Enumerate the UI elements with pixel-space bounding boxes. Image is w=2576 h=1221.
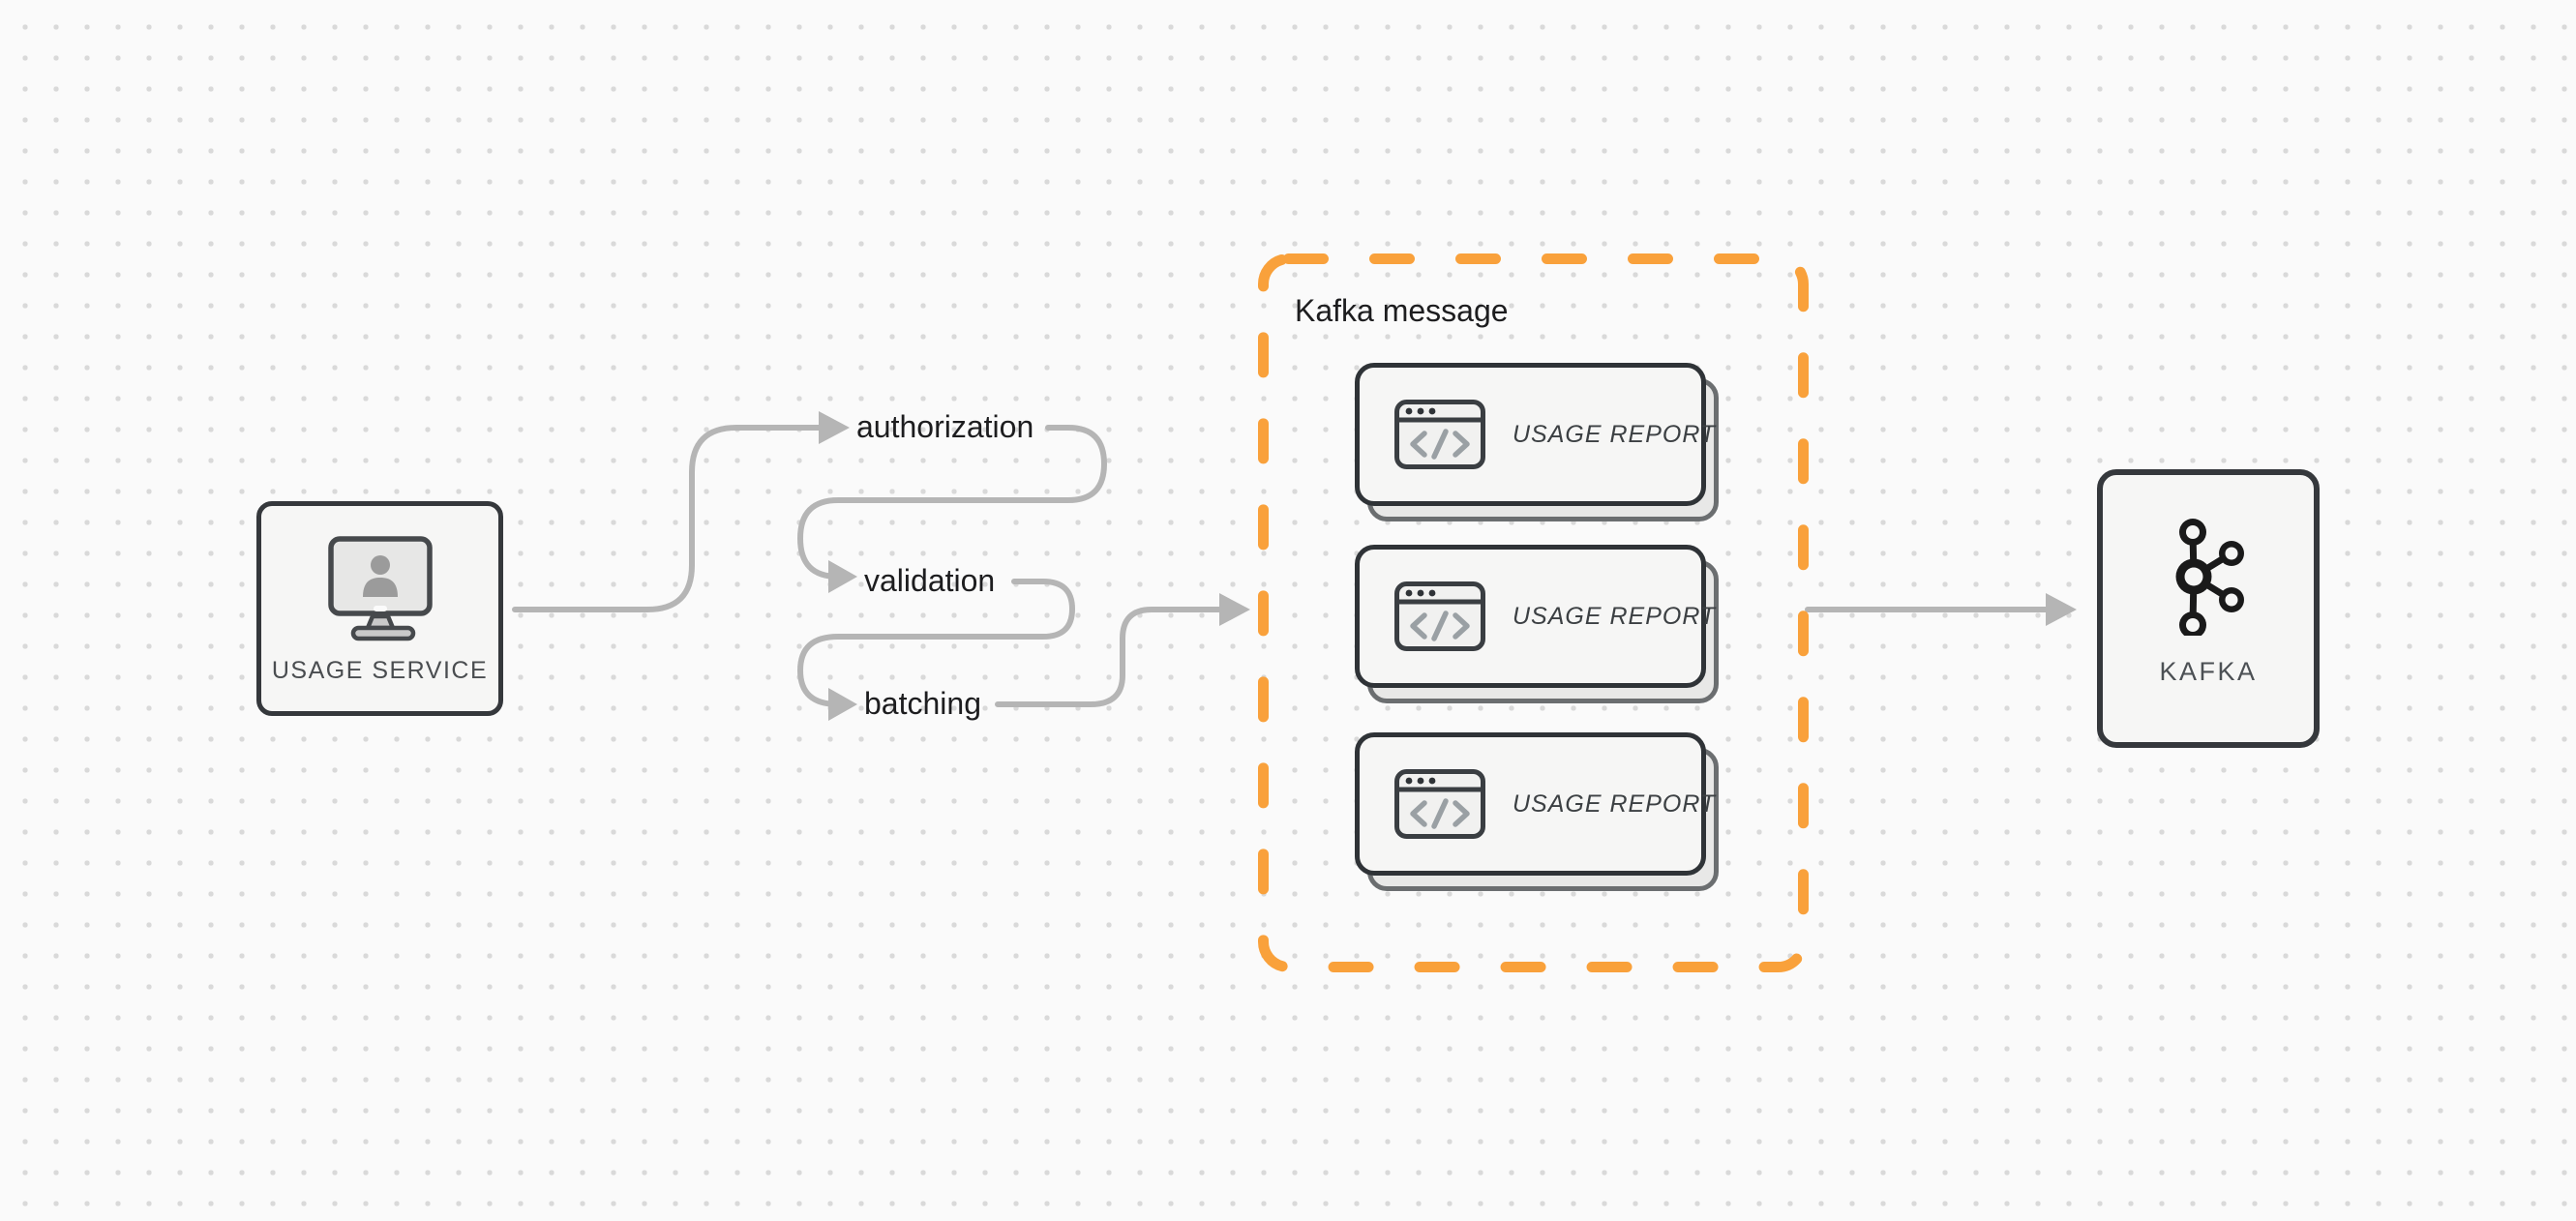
usage-report-card-stack: USAGE REPORT bbox=[1355, 363, 1719, 521]
usage-report-card-stack: USAGE REPORT bbox=[1355, 545, 1719, 703]
kafka-message-boundary bbox=[1258, 253, 1809, 972]
usage-service-node: USAGE SERVICE bbox=[256, 501, 503, 716]
usage-service-label: USAGE SERVICE bbox=[271, 657, 489, 684]
arrowhead-group-entry bbox=[1219, 593, 1250, 626]
kafka-message-group-title: Kafka message bbox=[1295, 293, 1509, 328]
arrowhead-batching bbox=[828, 688, 857, 721]
code-window-icon bbox=[1394, 400, 1485, 469]
flow-connector-batching-to-group bbox=[995, 607, 1222, 707]
usage-report-card: USAGE REPORT bbox=[1355, 363, 1715, 506]
kafka-node: KAFKA bbox=[2097, 469, 2320, 748]
step-label-validation: validation bbox=[864, 562, 996, 598]
code-window-icon bbox=[1394, 769, 1485, 839]
arrowhead-authorization bbox=[819, 411, 850, 444]
usage-report-label: USAGE REPORT bbox=[1513, 420, 1717, 448]
kafka-label: KAFKA bbox=[2159, 657, 2258, 686]
flow-connector-authorization-to-validation bbox=[796, 425, 1108, 580]
usage-report-card-stack: USAGE REPORT bbox=[1355, 732, 1719, 891]
step-label-authorization: authorization bbox=[856, 408, 1034, 444]
usage-report-card: USAGE REPORT bbox=[1355, 732, 1715, 876]
user-monitor-icon bbox=[327, 536, 433, 641]
step-label-batching: batching bbox=[864, 685, 981, 721]
usage-report-card: USAGE REPORT bbox=[1355, 545, 1715, 688]
usage-report-label: USAGE REPORT bbox=[1513, 602, 1717, 630]
flow-connector-validation-to-batching bbox=[796, 579, 1076, 707]
arrowhead-kafka-entry bbox=[2046, 593, 2077, 626]
code-window-icon bbox=[1394, 581, 1485, 651]
usage-report-label: USAGE REPORT bbox=[1513, 789, 1717, 818]
kafka-logo-icon bbox=[2175, 519, 2244, 636]
flow-connector-source-to-authorization bbox=[512, 425, 822, 612]
arrowhead-validation bbox=[828, 560, 857, 593]
